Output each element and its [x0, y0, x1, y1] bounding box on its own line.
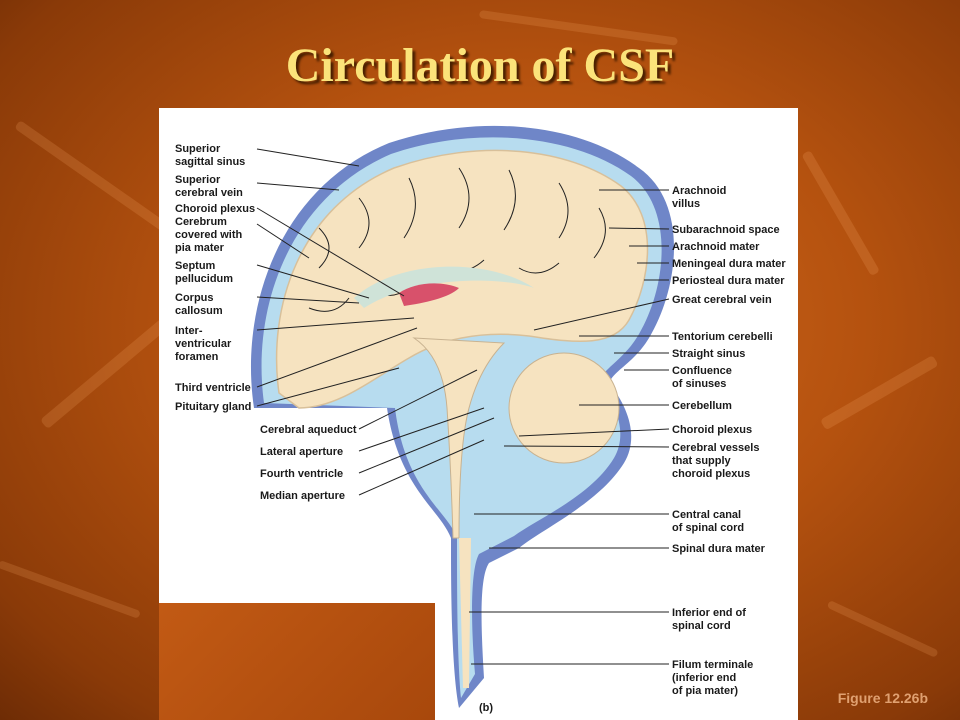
- right-label-4: Periosteal dura mater: [672, 275, 785, 287]
- left-label-8: Pituitary gland: [175, 401, 251, 413]
- right-label-13: Spinal dura mater: [672, 543, 766, 555]
- panel-notch: [159, 603, 435, 720]
- choroid-plexus: [399, 283, 459, 306]
- figure-reference: Figure 12.26b: [837, 690, 928, 706]
- right-label-1: Subarachnoid space: [672, 224, 780, 236]
- panel-letter: (b): [479, 702, 493, 714]
- right-label-6: Tentorium cerebelli: [672, 331, 773, 343]
- right-label-10: Choroid plexus: [672, 424, 752, 436]
- corpus-callosum: [354, 266, 534, 308]
- right-label-5: Great cerebral vein: [672, 294, 772, 306]
- spinal-cord: [459, 538, 471, 688]
- right-label-2: Arachnoid mater: [672, 241, 760, 253]
- right-label-3: Meningeal dura mater: [672, 258, 786, 270]
- right-label-9: Cerebellum: [672, 400, 732, 412]
- mid-label-2: Fourth ventricle: [260, 468, 343, 480]
- left-label-2: Choroid plexus: [175, 203, 255, 215]
- mid-label-0: Cerebral aqueduct: [260, 424, 357, 436]
- slide-title: Circulation of CSF: [285, 39, 675, 92]
- mid-label-3: Median aperture: [260, 490, 345, 502]
- brainstem: [412, 337, 506, 539]
- mid-label-1: Lateral aperture: [260, 446, 343, 458]
- right-label-7: Straight sinus: [672, 348, 745, 360]
- left-label-7: Third ventricle: [175, 382, 251, 394]
